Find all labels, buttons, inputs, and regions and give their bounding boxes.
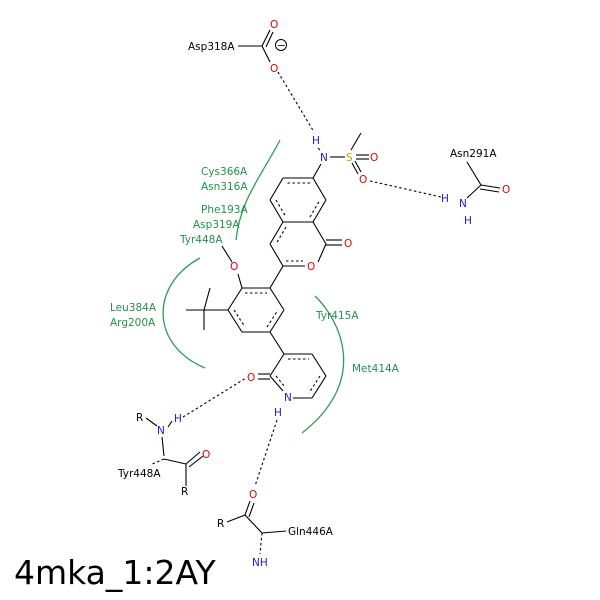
asp318-group (238, 29, 287, 63)
pocket-label-asn316: Asn316A (201, 181, 248, 193)
pocket-label-met414: Met414A (352, 363, 400, 375)
atom-h-tyr448: H (174, 413, 182, 425)
hbond-asp318 (277, 71, 315, 133)
atom-o-pyridinone: O (247, 372, 255, 384)
atom-n-pyridinone: N (284, 392, 292, 404)
atom-o-gln446: O (249, 489, 257, 501)
hbond-tyr448 (182, 377, 247, 418)
atom-n-sulfonamide: N (320, 152, 328, 164)
atom-o-asp318-a: O (270, 19, 278, 31)
hbond-gln446 (254, 419, 278, 487)
residue-label-asp318: Asp318A (188, 41, 235, 53)
residue-label-tyr448: Tyr448A (117, 468, 161, 480)
atom-charge-asp318: − (277, 40, 286, 52)
atom-o-carbonyl-core: O (344, 238, 352, 250)
sulfonamide-bonds (312, 132, 369, 179)
tyr448-bonds (145, 417, 204, 486)
central-benzene (186, 245, 285, 333)
atom-n-asn291: N (459, 198, 467, 210)
atom-nh-gln446: NH (252, 557, 268, 569)
pocket-label-asp319: Asp319A (193, 219, 240, 231)
asn291-bonds (466, 161, 501, 199)
atom-s-sulfonyl: S (346, 152, 353, 164)
pocket-label-leu384: Leu384A (110, 302, 157, 314)
atom-o-methoxy: O (230, 261, 238, 273)
pocket-label-phe193: Phe193A (201, 204, 248, 216)
pocket-label-tyr415: Tyr415A (315, 310, 359, 322)
isoquinolinone-core (269, 177, 342, 267)
atom-h2-asn291: H (464, 215, 472, 227)
hbond-asn291 (369, 180, 442, 198)
hydrophobic-arc-right (301, 295, 345, 434)
atom-r-tyr448-top: R (136, 412, 143, 424)
atom-h-asn291: H (441, 193, 449, 205)
diagram-title: 4mka_1:2AY (14, 553, 217, 592)
residue-label-asn291: Asn291A (450, 148, 497, 160)
atom-o-sulfonyl-a: O (370, 152, 378, 164)
atom-h-sulfonamide: H (312, 135, 320, 147)
atom-o-asp318-b: O (270, 63, 278, 75)
atom-h-pyridinone: H (274, 407, 282, 419)
pocket-label-cys366: Cys366A (201, 166, 248, 178)
atom-r-tyr448-bottom: R (181, 486, 188, 498)
residue-label-gln446: Gln446A (288, 526, 334, 538)
atom-r-gln446: R (217, 518, 224, 530)
atom-o-ring-core: O (307, 261, 315, 273)
negative-charge-icon (275, 39, 287, 51)
pocket-label-tyr448: Tyr448A (179, 234, 223, 246)
atom-o-asn291: O (502, 184, 510, 196)
atom-o-tyr448: O (202, 449, 210, 461)
pocket-label-arg200: Arg200A (110, 317, 156, 329)
pyridinone-ring (258, 331, 327, 399)
atom-o-sulfonyl-b: O (359, 174, 367, 186)
hydrophobic-arc-upper (235, 139, 281, 241)
hydrophobic-arc-left (162, 257, 206, 369)
atom-n-tyr448: N (157, 425, 165, 437)
gln446-bonds (226, 500, 287, 555)
